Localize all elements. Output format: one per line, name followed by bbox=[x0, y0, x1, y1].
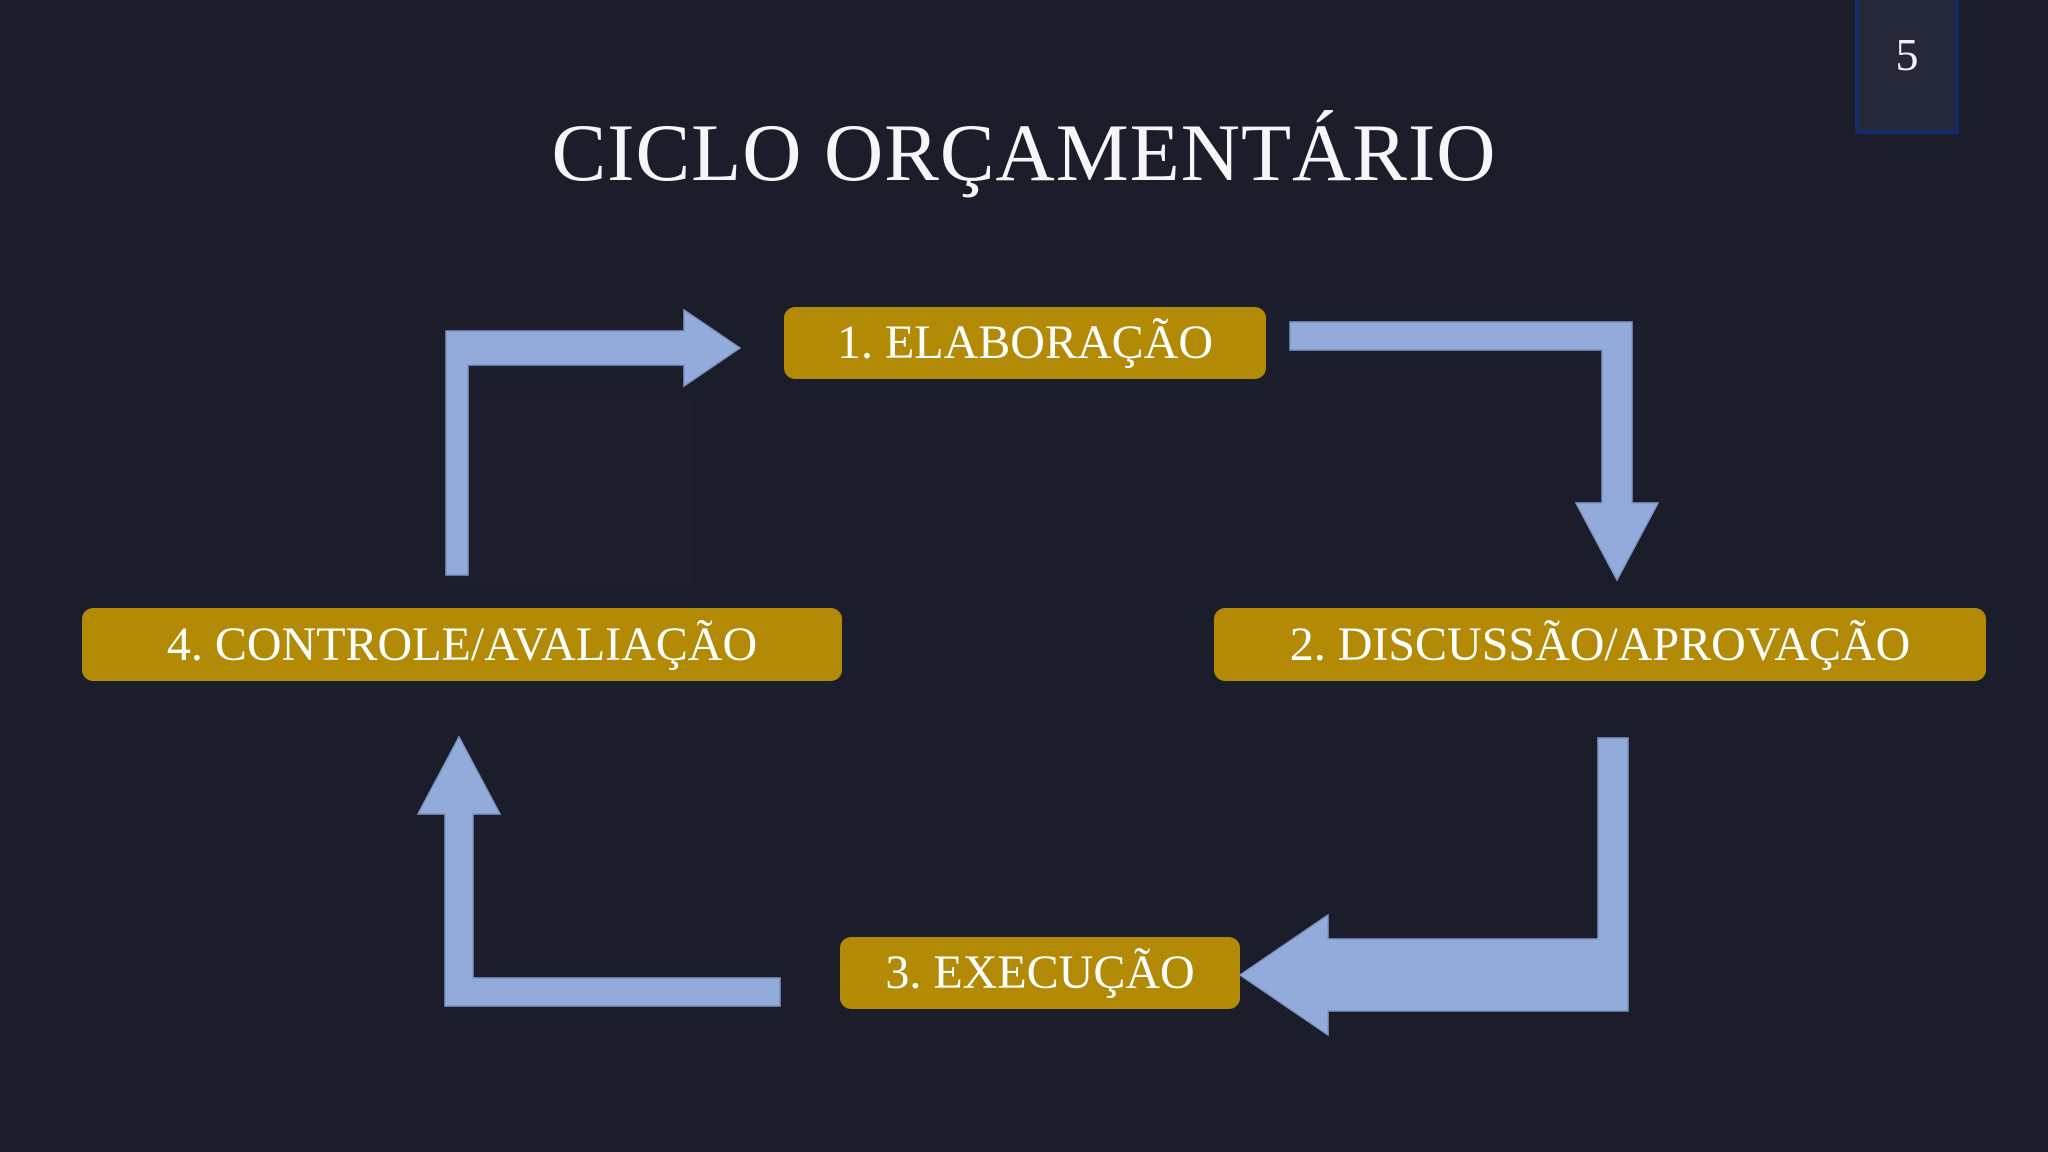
page-number: 5 bbox=[1895, 29, 1919, 80]
arrow-1-to-2-down bbox=[1289, 321, 1660, 582]
arrow-3-to-4-up bbox=[416, 735, 781, 1007]
slide-title: CICLO ORÇAMENTÁRIO bbox=[551, 107, 1497, 198]
stage-label: 2. DISCUSSÃO/APROVAÇÃO bbox=[1289, 617, 1911, 671]
page-number-badge: 5 bbox=[1855, 0, 1959, 134]
stage-label: 3. EXECUÇÃO bbox=[885, 946, 1195, 999]
stage-box-discussao-aprovacao[interactable]: 2. DISCUSSÃO/APROVAÇÃO bbox=[1214, 608, 1986, 681]
stage-box-elaboracao[interactable]: 1. ELABORAÇÃO bbox=[784, 307, 1266, 379]
stage-label: 4. CONTROLE/AVALIAÇÃO bbox=[166, 617, 758, 671]
stage-box-execucao[interactable]: 3. EXECUÇÃO bbox=[840, 937, 1240, 1009]
background-panel bbox=[446, 398, 692, 584]
stage-label: 1. ELABORAÇÃO bbox=[836, 316, 1213, 369]
arrow-2-to-3-left bbox=[1238, 737, 1629, 1037]
stage-box-controle-avaliacao[interactable]: 4. CONTROLE/AVALIAÇÃO bbox=[82, 608, 842, 681]
